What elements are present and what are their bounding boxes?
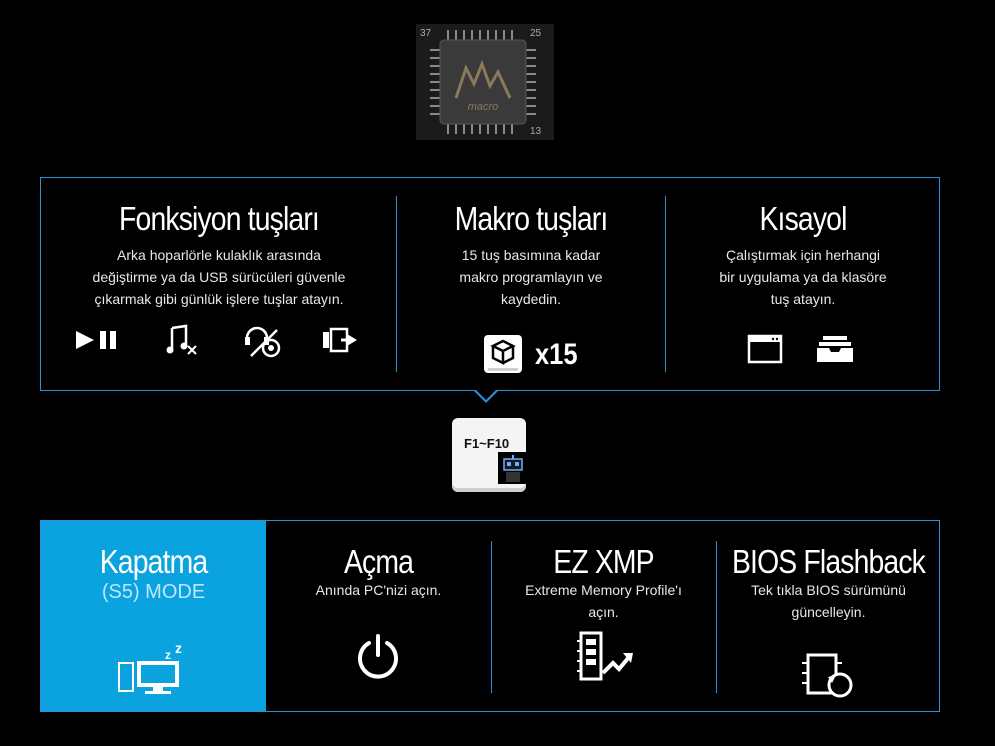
ez-xmp-desc-line: Extreme Memory Profile'ı <box>525 582 682 598</box>
shortcut-desc-line: Çalıştırmak için herhangi <box>725 247 881 263</box>
power-on-title: Açma <box>343 543 414 580</box>
bios-flashback-column: BIOS Flashback Tek tıkla BIOS sürümünü g… <box>716 521 941 711</box>
chip-pin-label: 37 <box>420 28 432 39</box>
hotkeys-panel: Fonksiyon tuşları Arka hoparlörle kulakl… <box>40 177 940 391</box>
shortcut-desc-line: bir uygulama ya da klasöre <box>719 269 887 285</box>
chip-pin-label: 13 <box>530 126 542 137</box>
chip-logo-text: macro <box>468 101 499 113</box>
macro-keys-desc-line: makro programlayın ve <box>459 269 603 285</box>
column-divider <box>491 541 492 693</box>
function-keys-desc-line: değiştirme ya da USB sürücüleri güvenle <box>92 269 346 285</box>
app-window-icon <box>747 334 783 369</box>
bios-refresh-icon <box>802 651 856 704</box>
shortcut-desc-line: tuş atayın. <box>770 291 836 307</box>
headphone-speaker-switch-icon <box>243 322 283 363</box>
svg-text:z: z <box>175 641 182 656</box>
macro-box-icon <box>483 334 523 379</box>
shortcut-title: Kısayol <box>759 200 847 237</box>
macro-keys-title: Makro tuşları <box>454 200 609 237</box>
robot-icon <box>498 452 528 489</box>
shutdown-title: Kapatma <box>99 543 208 580</box>
shortcut-column: Kısayol Çalıştırmak için herhangi bir uy… <box>665 178 941 390</box>
power-on-column: Açma Anında PC'nizi açın. <box>266 521 491 711</box>
function-keys-desc-line: çıkarmak gibi günlük işlere tuşlar atayı… <box>94 291 344 307</box>
music-mute-icon <box>166 324 200 361</box>
panel-pointer-arrow-inner <box>475 389 497 400</box>
column-divider <box>716 541 717 693</box>
f1-f10-key: F1~F10 <box>452 418 528 492</box>
f1-f10-key-label: F1~F10 <box>464 436 510 451</box>
bios-flashback-title: BIOS Flashback <box>731 543 926 580</box>
macro-chip-image: macro 37 25 13 <box>416 24 554 140</box>
shutdown-subtitle: (S5) MODE <box>101 581 206 603</box>
power-icon <box>355 633 401 686</box>
macro-keys-column: Makro tuşları 15 tuş basımına kadar makr… <box>397 178 665 390</box>
folder-tray-icon <box>815 332 855 369</box>
function-keys-column: Fonksiyon tuşları Arka hoparlörle kulakl… <box>41 178 397 390</box>
function-keys-title: Fonksiyon tuşları <box>119 200 320 237</box>
ez-xmp-desc-line: açın. <box>588 604 619 620</box>
macro-keys-desc-line: kaydedin. <box>501 291 561 307</box>
chip-pin-label: 25 <box>530 28 542 39</box>
column-divider <box>396 196 397 372</box>
power-on-desc-line: Anında PC'nizi açın. <box>315 582 442 598</box>
function-keys-desc-line: Arka hoparlörle kulaklık arasında <box>117 247 321 263</box>
ez-xmp-title: EZ XMP <box>553 543 654 580</box>
macro-keys-desc-line: 15 tuş basımına kadar <box>461 247 601 263</box>
macro-count-label: x15 <box>535 338 578 371</box>
bios-flashback-desc-line: Tek tıkla BIOS sürümünü <box>751 582 906 598</box>
play-pause-icon <box>74 328 124 357</box>
bios-flashback-desc-line: güncelleyin. <box>791 604 866 620</box>
usb-eject-icon <box>321 326 361 359</box>
ez-xmp-column: EZ XMP Extreme Memory Profile'ı açın. <box>491 521 716 711</box>
memory-boost-icon <box>577 631 633 688</box>
column-divider <box>665 196 666 372</box>
svg-text:z: z <box>165 648 171 662</box>
